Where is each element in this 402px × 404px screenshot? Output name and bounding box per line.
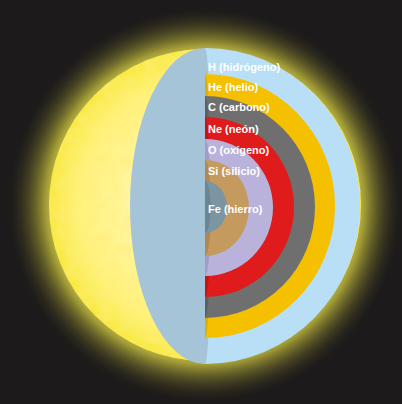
element-label: Si (silicio) <box>208 165 260 178</box>
shell-fill <box>205 48 360 364</box>
silicon-shell: Fe (hierro)Si (silicio) <box>205 160 249 256</box>
shell-fill <box>205 74 335 338</box>
hydrogen-shell: Fe (hierro)Si (silicio)O (oxígeno)Ne (ne… <box>205 48 360 364</box>
shell-fill <box>205 117 294 297</box>
shell-fill <box>205 139 273 276</box>
carbon-shell: Fe (hierro)Si (silicio)O (oxígeno)Ne (ne… <box>205 96 315 318</box>
helium-shell: Fe (hierro)Si (silicio)O (oxígeno)Ne (ne… <box>205 74 335 338</box>
oxygen-shell: Fe (hierro)Si (silicio)O (oxígeno) <box>205 139 273 276</box>
element-label: H (hidrógeno) <box>208 61 280 74</box>
element-label: Ne (neón) <box>208 123 259 136</box>
shell-fill <box>205 96 315 318</box>
iron-core: Fe (hierro) <box>205 181 227 233</box>
element-label: O (oxígeno) <box>208 144 269 157</box>
element-label: He (helio) <box>208 81 258 94</box>
element-label: C (carbono) <box>208 101 270 114</box>
neon-shell: Fe (hierro)Si (silicio)O (oxígeno)Ne (ne… <box>205 117 294 297</box>
element-label: Fe (hierro) <box>208 203 262 216</box>
